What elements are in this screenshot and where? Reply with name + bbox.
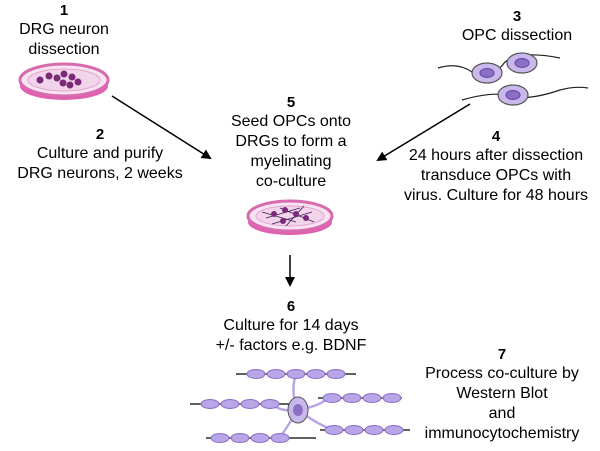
- myelinated-axons-icon: [190, 369, 410, 443]
- step-7-number: 7: [497, 346, 507, 363]
- arrow-step3-to-step5: [376, 103, 471, 162]
- step-2-number: 2: [95, 126, 105, 143]
- step-4-text: 24 hours after dissection transduce OPCs…: [403, 147, 589, 204]
- step-3-number: 3: [512, 8, 522, 25]
- opc-cells-icon: [437, 52, 589, 106]
- step-2-label: 2 Culture and purify DRG neurons, 2 week…: [0, 126, 200, 184]
- step-5-text: Seed OPCs onto DRGs to form a myelinatin…: [230, 113, 352, 190]
- step-5-label: 5 Seed OPCs onto DRGs to form a myelinat…: [218, 94, 364, 192]
- step-1-number: 1: [59, 2, 69, 19]
- step-4-label: 4 24 hours after dissection transduce OP…: [392, 128, 600, 206]
- drg-petri-dish-icon: [18, 62, 110, 100]
- step-6-label: 6 Culture for 14 days +/- factors e.g. B…: [196, 298, 386, 356]
- co-culture-dish-icon: [246, 199, 334, 235]
- arrow-step1-to-step5: [111, 95, 212, 160]
- step-3-text: OPC dissection: [461, 27, 573, 44]
- step-5-number: 5: [286, 94, 296, 111]
- step-1-text: DRG neuron dissection: [19, 21, 109, 58]
- step-1-label: 1 DRG neuron dissection: [0, 2, 128, 60]
- step-2-text: Culture and purify DRG neurons, 2 weeks: [17, 145, 183, 182]
- step-3-label: 3 OPC dissection: [442, 8, 592, 46]
- step-7-label: 7 Process co-culture by Western Blot and…: [404, 346, 600, 444]
- step-7-text: Process co-culture by Western Blot and i…: [424, 365, 580, 442]
- step-4-number: 4: [491, 128, 501, 145]
- step-6-number: 6: [286, 298, 296, 315]
- step-6-text: Culture for 14 days +/- factors e.g. BDN…: [215, 317, 367, 354]
